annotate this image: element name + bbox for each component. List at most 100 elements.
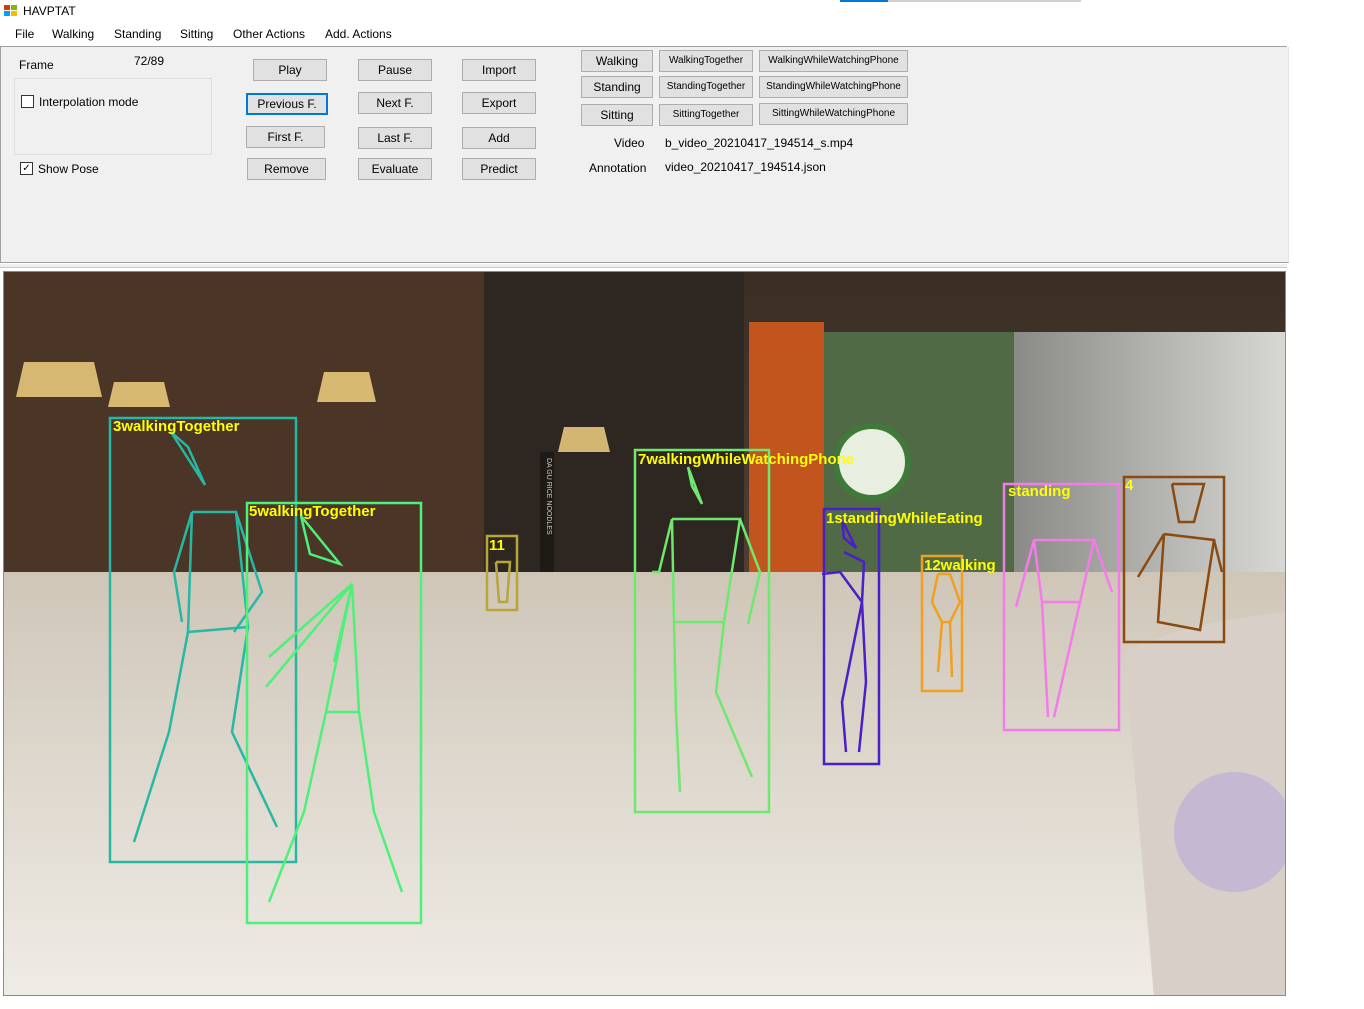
export-button[interactable]: Export	[462, 92, 536, 114]
pose-leg-left-5	[267, 711, 328, 903]
pose-torso-5	[324, 583, 361, 714]
pose-leg-left-7	[672, 621, 682, 793]
previous-frame-button[interactable]: Previous F.	[246, 93, 328, 115]
counter-decoration	[1174, 772, 1285, 892]
video-frame: DA GU RICE NOODLES 3walkingTogether 5wal…	[4, 272, 1285, 995]
pose-11	[494, 560, 512, 604]
add-button[interactable]: Add	[462, 127, 536, 149]
pose-leg-right-7	[714, 621, 754, 778]
pose-arm-left-upper-5	[268, 583, 353, 658]
detection-7-walking-while-watching-phone[interactable]	[633, 448, 771, 814]
frame-label: Frame	[19, 58, 54, 72]
walking-while-watching-phone-button[interactable]: WalkingWhileWatchingPhone	[759, 50, 908, 72]
show-pose-checkbox[interactable]: ✓	[20, 162, 33, 175]
video-label: Video	[614, 136, 645, 150]
app-icon	[4, 5, 18, 17]
detection-1-standing-while-eating[interactable]	[821, 507, 881, 766]
bbox-3	[108, 416, 298, 864]
detection-7-label: 7walkingWhileWatchingPhone	[638, 451, 854, 468]
pose-head-5	[299, 515, 344, 567]
menu-add-actions[interactable]: Add. Actions	[325, 27, 392, 41]
control-panel: Frame 72/89 Interpolation mode ✓ Show Po…	[0, 47, 1289, 263]
menu-walking[interactable]: Walking	[52, 27, 95, 41]
bbox-11	[485, 534, 519, 612]
pose-arm-left-3	[172, 511, 194, 623]
play-button[interactable]: Play	[253, 59, 327, 81]
detection-12-label: 12walking	[924, 557, 996, 574]
menu-standing[interactable]: Standing	[114, 27, 162, 41]
detection-3-label: 3walkingTogether	[113, 418, 240, 435]
detection-standing[interactable]	[1002, 482, 1121, 732]
detection-standing-label: standing	[1008, 483, 1071, 500]
pose-arm-right-7	[738, 518, 762, 625]
detection-12-walking[interactable]	[920, 554, 964, 693]
bbox-1	[822, 507, 881, 766]
menu-bar: File Walking Standing Sitting Other Acti…	[0, 23, 1287, 47]
restaurant-entrance	[484, 272, 744, 602]
last-frame-button[interactable]: Last F.	[358, 127, 432, 149]
pose-head-1	[840, 519, 858, 549]
video-viewport[interactable]: DA GU RICE NOODLES 3walkingTogether 5wal…	[3, 271, 1286, 996]
pose-head-7	[686, 466, 704, 505]
pose-head-4	[1170, 482, 1206, 524]
bbox-standing	[1002, 482, 1121, 732]
pose-leg-right-5	[357, 711, 404, 893]
restaurant-facade	[4, 272, 484, 602]
pose-arm-right-3	[232, 511, 264, 633]
pose-torso-4	[1156, 532, 1216, 632]
title-accent	[840, 0, 888, 2]
interpolation-group	[14, 78, 212, 155]
interpolation-label: Interpolation mode	[39, 95, 139, 109]
panel-separator	[0, 264, 1287, 268]
window-title: HAVPTAT	[23, 4, 76, 18]
standing-while-watching-phone-button[interactable]: StandingWhileWatchingPhone	[759, 76, 908, 98]
detection-5-label: 5walkingTogether	[249, 503, 376, 520]
menu-other-actions[interactable]: Other Actions	[233, 27, 306, 41]
pose-arm-left-7	[652, 518, 674, 574]
pose-leg-left-12	[936, 621, 944, 673]
next-frame-button[interactable]: Next F.	[358, 92, 432, 114]
video-filename: b_video_20210417_194514_s.mp4	[665, 136, 854, 150]
bbox-7	[633, 448, 771, 814]
shop-logo	[833, 423, 911, 501]
detection-11-label: 11	[489, 537, 505, 554]
pose-leg-right-standing	[1052, 601, 1082, 718]
walking-together-button[interactable]: WalkingTogether	[659, 50, 753, 72]
pose-leg-left-standing	[1040, 601, 1050, 718]
pose-arm-left-4	[1136, 533, 1166, 578]
standing-together-button[interactable]: StandingTogether	[659, 76, 753, 98]
detection-4[interactable]	[1122, 475, 1226, 644]
menu-sitting[interactable]: Sitting	[180, 27, 214, 41]
title-bar: HAVPTAT	[0, 0, 1364, 23]
menu-file[interactable]: File	[15, 27, 35, 41]
annotation-label: Annotation	[589, 161, 647, 175]
pause-button[interactable]: Pause	[358, 59, 432, 81]
scene-sign-text: DA GU RICE NOODLES	[545, 458, 552, 535]
sitting-together-button[interactable]: SittingTogether	[659, 104, 753, 126]
annotation-filename: video_20210417_194514.json	[665, 160, 826, 174]
remove-button[interactable]: Remove	[247, 158, 326, 180]
evaluate-button[interactable]: Evaluate	[358, 158, 432, 180]
scene-floor	[4, 572, 1285, 995]
pose-leg-right-3	[230, 626, 279, 828]
detection-11[interactable]	[485, 534, 519, 612]
standing-button[interactable]: Standing	[581, 76, 653, 98]
frame-counter: 72/89	[134, 54, 165, 68]
pose-arm-left-5	[265, 583, 353, 688]
pose-leg-left-3	[132, 631, 190, 843]
interpolation-checkbox[interactable]	[21, 95, 34, 108]
predict-button[interactable]: Predict	[462, 158, 536, 180]
pose-arm-right-5	[332, 583, 354, 663]
import-button[interactable]: Import	[462, 59, 536, 81]
pose-arm-1	[821, 570, 864, 603]
pose-arm-right-standing	[1092, 539, 1114, 593]
sitting-button[interactable]: Sitting	[581, 104, 653, 126]
walking-button[interactable]: Walking	[581, 50, 653, 72]
detection-5-walking-together[interactable]	[245, 501, 423, 925]
pose-leg-right-12	[948, 621, 954, 678]
pendant-lamps	[16, 362, 610, 452]
sitting-while-watching-phone-button[interactable]: SittingWhileWatchingPhone	[759, 103, 908, 125]
first-frame-button[interactable]: First F.	[246, 126, 325, 148]
pose-head-3	[169, 431, 207, 486]
sign-post	[540, 452, 554, 572]
